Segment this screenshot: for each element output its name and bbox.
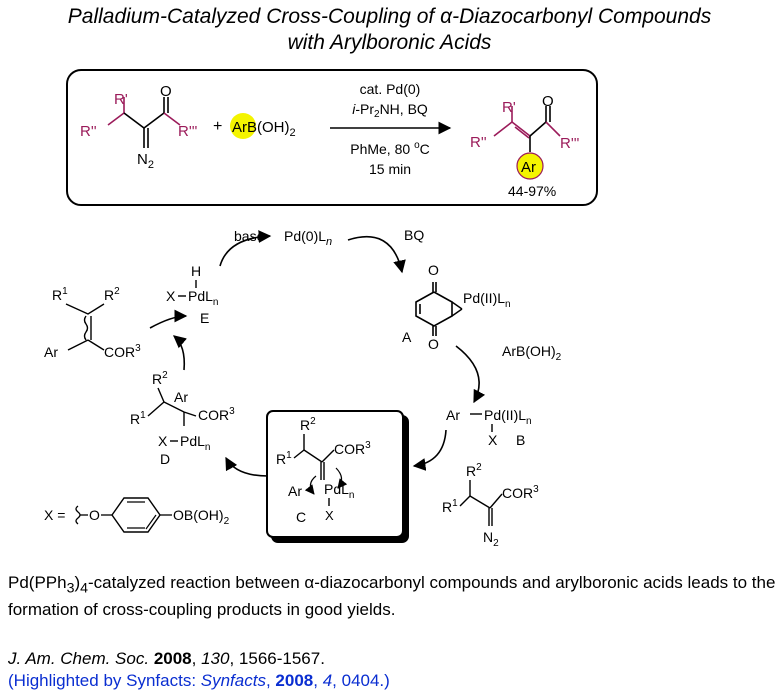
- svg-text:Pd(II)Ln: Pd(II)Ln: [484, 407, 532, 427]
- svg-text:X: X: [166, 288, 176, 304]
- svg-text:X: X: [158, 433, 168, 449]
- svg-text:R1: R1: [442, 498, 458, 515]
- svg-text:R2: R2: [104, 286, 120, 303]
- diazo-reactant: R' R'' O R''' N2: [80, 83, 198, 171]
- pd0-label: Pd(0)Ln: [284, 228, 332, 248]
- arboh2-label: ArB(OH)2: [502, 343, 562, 363]
- x-definition: X = O OB(OH)2: [44, 497, 230, 533]
- svg-text:R''': R''': [560, 135, 580, 152]
- svg-text:R1: R1: [52, 286, 68, 303]
- svg-text:N2: N2: [483, 529, 499, 549]
- product: R' R'' O R''' Ar 44-97%: [470, 93, 580, 199]
- title-line-1: Palladium-Catalyzed Cross-Coupling of α-…: [67, 5, 712, 28]
- alpha-symbol: α: [440, 5, 453, 28]
- arrow-C-to-D: [225, 456, 269, 477]
- svg-text:COR3: COR3: [502, 484, 539, 501]
- cycle-product: R1 R2 Ar COR3: [44, 286, 141, 360]
- svg-text:COR3: COR3: [104, 343, 141, 360]
- arrow-into-C: [412, 429, 447, 471]
- svg-text:H: H: [191, 263, 201, 279]
- cond-line-3: PhMe, 80 oC: [350, 140, 430, 157]
- product-ar-highlight: [516, 152, 544, 180]
- svg-text:PdLn: PdLn: [180, 433, 210, 453]
- synfacts-highlight: (Highlighted by Synfacts: Synfacts, 2008…: [8, 671, 390, 690]
- svg-text:X: X: [488, 432, 498, 448]
- reaction-box: [66, 69, 598, 206]
- base-label: base: [234, 228, 265, 244]
- svg-text:R2: R2: [152, 370, 168, 387]
- svg-text:PdLn: PdLn: [188, 288, 218, 308]
- cond-line-2: i-Pr2NH, BQ: [352, 101, 428, 120]
- intermediate-C: R2 R1 COR3 Ar PdLn X C: [276, 416, 371, 525]
- arrow-arboh2: [455, 345, 486, 404]
- svg-text:COR3: COR3: [198, 406, 235, 423]
- r-dprime-label: R'': [80, 123, 97, 140]
- svg-text:X =: X =: [44, 507, 65, 523]
- intermediate-A: O O Pd(II)Ln A: [402, 262, 511, 352]
- svg-text:R2: R2: [466, 462, 482, 479]
- svg-text:R'': R'': [470, 134, 487, 151]
- svg-text:R1: R1: [276, 450, 292, 467]
- arrow-base: [219, 230, 272, 267]
- svg-text:O: O: [428, 262, 439, 278]
- svg-text:cat. Pd(0): cat. Pd(0): [360, 81, 421, 97]
- label-A: A: [402, 329, 412, 345]
- reaction-scheme: R' R'' O R''' N2 + ArB(OH)2 cat. Pd(0) i…: [44, 69, 598, 549]
- citation-volume: 130: [201, 649, 230, 668]
- oxygen-label: O: [160, 83, 172, 100]
- intermediate-D: R2 R1 Ar COR3 X PdLn D: [130, 370, 235, 467]
- ar-highlight: [230, 113, 256, 139]
- svg-text:COR3: COR3: [334, 440, 371, 457]
- product-ar-label: Ar: [521, 159, 536, 176]
- label-E: E: [200, 310, 209, 326]
- arrow-to-E: [149, 309, 188, 329]
- label-D: D: [160, 451, 170, 467]
- arylboronic-acid-label: ArB(OH)2: [232, 119, 296, 139]
- diazo-substrate: R2 R1 COR3 N2: [442, 462, 539, 549]
- svg-text:Ar: Ar: [44, 344, 58, 360]
- intermediate-E: H X PdLn E: [166, 263, 218, 326]
- svg-text:Ar: Ar: [174, 389, 188, 405]
- label-B: B: [516, 432, 525, 448]
- yield-label: 44-97%: [508, 183, 556, 199]
- r-prime-label: R': [114, 91, 128, 108]
- svg-text:OB(OH)2: OB(OH)2: [173, 507, 230, 527]
- citation-year: 2008: [153, 649, 192, 668]
- page-title: Palladium-Catalyzed Cross-Coupling of α-…: [0, 4, 779, 56]
- svg-text:R2: R2: [300, 416, 316, 433]
- conditions: cat. Pd(0) i-Pr2NH, BQ PhMe, 80 oC 15 mi…: [330, 81, 452, 177]
- svg-text:PdLn: PdLn: [324, 481, 354, 501]
- svg-text:Ar: Ar: [446, 407, 460, 423]
- arrow-bq: [347, 236, 406, 274]
- svg-text:R1: R1: [130, 410, 146, 427]
- svg-text:O: O: [428, 336, 439, 352]
- svg-text:Ar: Ar: [288, 483, 302, 499]
- svg-text:O: O: [89, 507, 100, 523]
- citation: J. Am. Chem. Soc. 2008, 130, 1566-1567.: [8, 649, 325, 668]
- svg-text:15 min: 15 min: [369, 161, 411, 177]
- journal-name: J. Am. Chem. Soc.: [8, 649, 150, 668]
- svg-text:Pd(II)Ln: Pd(II)Ln: [463, 290, 511, 310]
- svg-text:O: O: [542, 93, 554, 110]
- label-C: C: [296, 509, 306, 525]
- n2-label: N2: [137, 151, 154, 171]
- svg-text:R': R': [502, 99, 516, 116]
- r-tprime-label: R''': [178, 123, 198, 140]
- arrow-D-to-product: [173, 335, 187, 371]
- svg-text:X: X: [325, 508, 334, 523]
- title-line-2: with Arylboronic Acids: [287, 31, 492, 54]
- plus-sign: +: [213, 118, 222, 135]
- citation-pages: , 1566-1567.: [229, 649, 325, 668]
- bq-label: BQ: [404, 227, 424, 243]
- intermediate-B: Ar Pd(II)Ln X B: [446, 407, 532, 448]
- summary-text: Pd(PPh3)4-catalyzed reaction between α-d…: [8, 573, 776, 620]
- intermediate-C-box: [266, 410, 404, 538]
